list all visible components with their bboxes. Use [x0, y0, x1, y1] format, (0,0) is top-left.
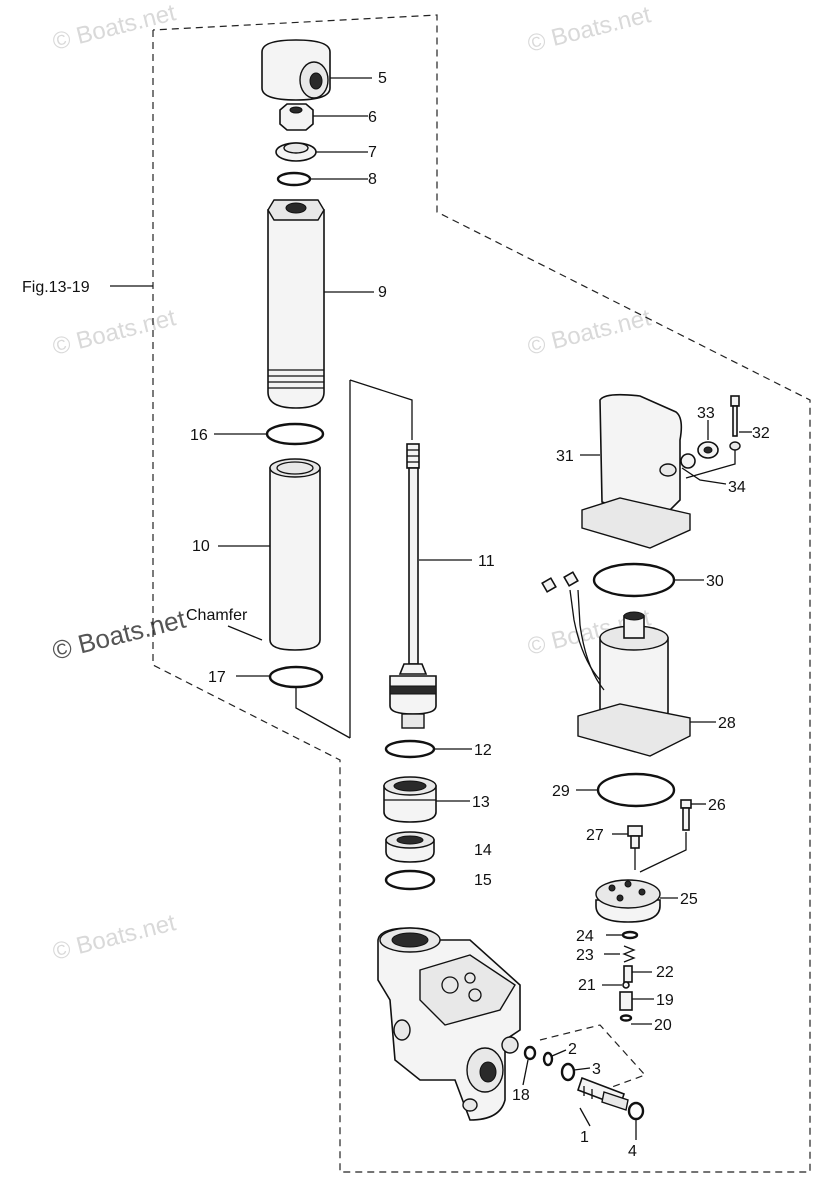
- callout-4: 4: [628, 1143, 637, 1160]
- part-12-o-ring: [384, 739, 472, 759]
- callout-6: 6: [368, 109, 377, 126]
- part-4-circlip: [627, 1101, 645, 1140]
- callout-1: 1: [580, 1129, 589, 1146]
- part-10-sleeve: [218, 458, 321, 651]
- part-1-manual-valve: [576, 1076, 629, 1127]
- part-7-washer: [275, 142, 368, 162]
- callout-10: 10: [192, 538, 210, 555]
- rod-bracket-top: [349, 379, 413, 440]
- watermark: © Boats.net: [525, 1, 654, 58]
- part-9-cylinder: [267, 199, 374, 409]
- callout-9: 9: [378, 284, 387, 301]
- part-28-motor: [541, 571, 716, 757]
- part-32-screw: [685, 395, 752, 479]
- watermark: © Boats.net: [50, 0, 179, 56]
- figure-reference: Fig.13-19: [22, 279, 90, 296]
- callout-17: 17: [208, 669, 226, 686]
- part-29-o-ring: [576, 772, 676, 808]
- callout-7: 7: [368, 144, 377, 161]
- watermark: © Boats.net: [50, 909, 179, 966]
- callout-3: 3: [592, 1061, 601, 1078]
- part-11-piston-rod: [389, 443, 472, 729]
- chamfer-leader: [227, 625, 263, 641]
- callout-20: 20: [654, 1017, 672, 1034]
- callout-13: 13: [472, 794, 490, 811]
- part-30-o-ring: [592, 562, 704, 598]
- callout-29: 29: [552, 783, 570, 800]
- part-3-o-ring: [560, 1062, 591, 1082]
- watermark: © Boats.net: [50, 304, 179, 361]
- part-13-gland: [383, 776, 470, 823]
- callout-21: 21: [578, 977, 596, 994]
- part-21-ball: [602, 981, 630, 989]
- watermark: © Boats.net: [49, 604, 189, 666]
- part-19-valve-seat: [619, 991, 654, 1011]
- part-26-screw: [639, 799, 706, 873]
- callout-15: 15: [474, 872, 492, 889]
- callout-18: 18: [512, 1087, 530, 1104]
- callout-28: 28: [718, 715, 736, 732]
- part-25-pump: [595, 879, 678, 923]
- part-16-o-ring: [214, 422, 325, 446]
- part-5-cap: [261, 39, 372, 101]
- callout-5: 5: [378, 70, 387, 87]
- callout-32: 32: [752, 425, 770, 442]
- trim-tilt-housing: [377, 927, 521, 1121]
- part-22-valve: [623, 965, 652, 983]
- part-18-o-ring: [522, 1045, 537, 1086]
- part-34-clip: [680, 453, 727, 485]
- callout-26: 26: [708, 797, 726, 814]
- part-14-seal: [385, 831, 435, 863]
- callout-33: 33: [697, 405, 715, 422]
- part-15-o-ring: [384, 869, 436, 891]
- part-33-grommet: [697, 420, 719, 459]
- part-23-spring: [604, 945, 636, 963]
- callout-34: 34: [728, 479, 746, 496]
- callout-24: 24: [576, 928, 594, 945]
- callout-22: 22: [656, 964, 674, 981]
- chamfer-note: Chamfer: [186, 607, 248, 624]
- part-24-o-ring: [606, 930, 639, 940]
- callout-11: 11: [478, 553, 495, 570]
- callout-12: 12: [474, 742, 492, 759]
- callout-8: 8: [368, 171, 377, 188]
- callout-25: 25: [680, 891, 698, 908]
- callout-16: 16: [190, 427, 208, 444]
- callout-23: 23: [576, 947, 594, 964]
- part-8-o-ring: [276, 171, 368, 187]
- part-31-motor-cover: [580, 393, 691, 549]
- callout-19: 19: [656, 992, 674, 1009]
- callout-14: 14: [474, 842, 492, 859]
- callout-31: 31: [556, 448, 574, 465]
- callout-2: 2: [568, 1041, 577, 1058]
- part-20-o-ring: [619, 1014, 652, 1025]
- watermark: © Boats.net: [525, 304, 654, 361]
- part-6-nut: [279, 103, 368, 131]
- callout-30: 30: [706, 573, 724, 590]
- callout-27: 27: [586, 827, 604, 844]
- part-17-o-ring: [236, 665, 351, 739]
- part-2-o-ring: [542, 1049, 567, 1067]
- manual-valve-boundary: [539, 1024, 647, 1096]
- part-27-plug: [612, 825, 643, 870]
